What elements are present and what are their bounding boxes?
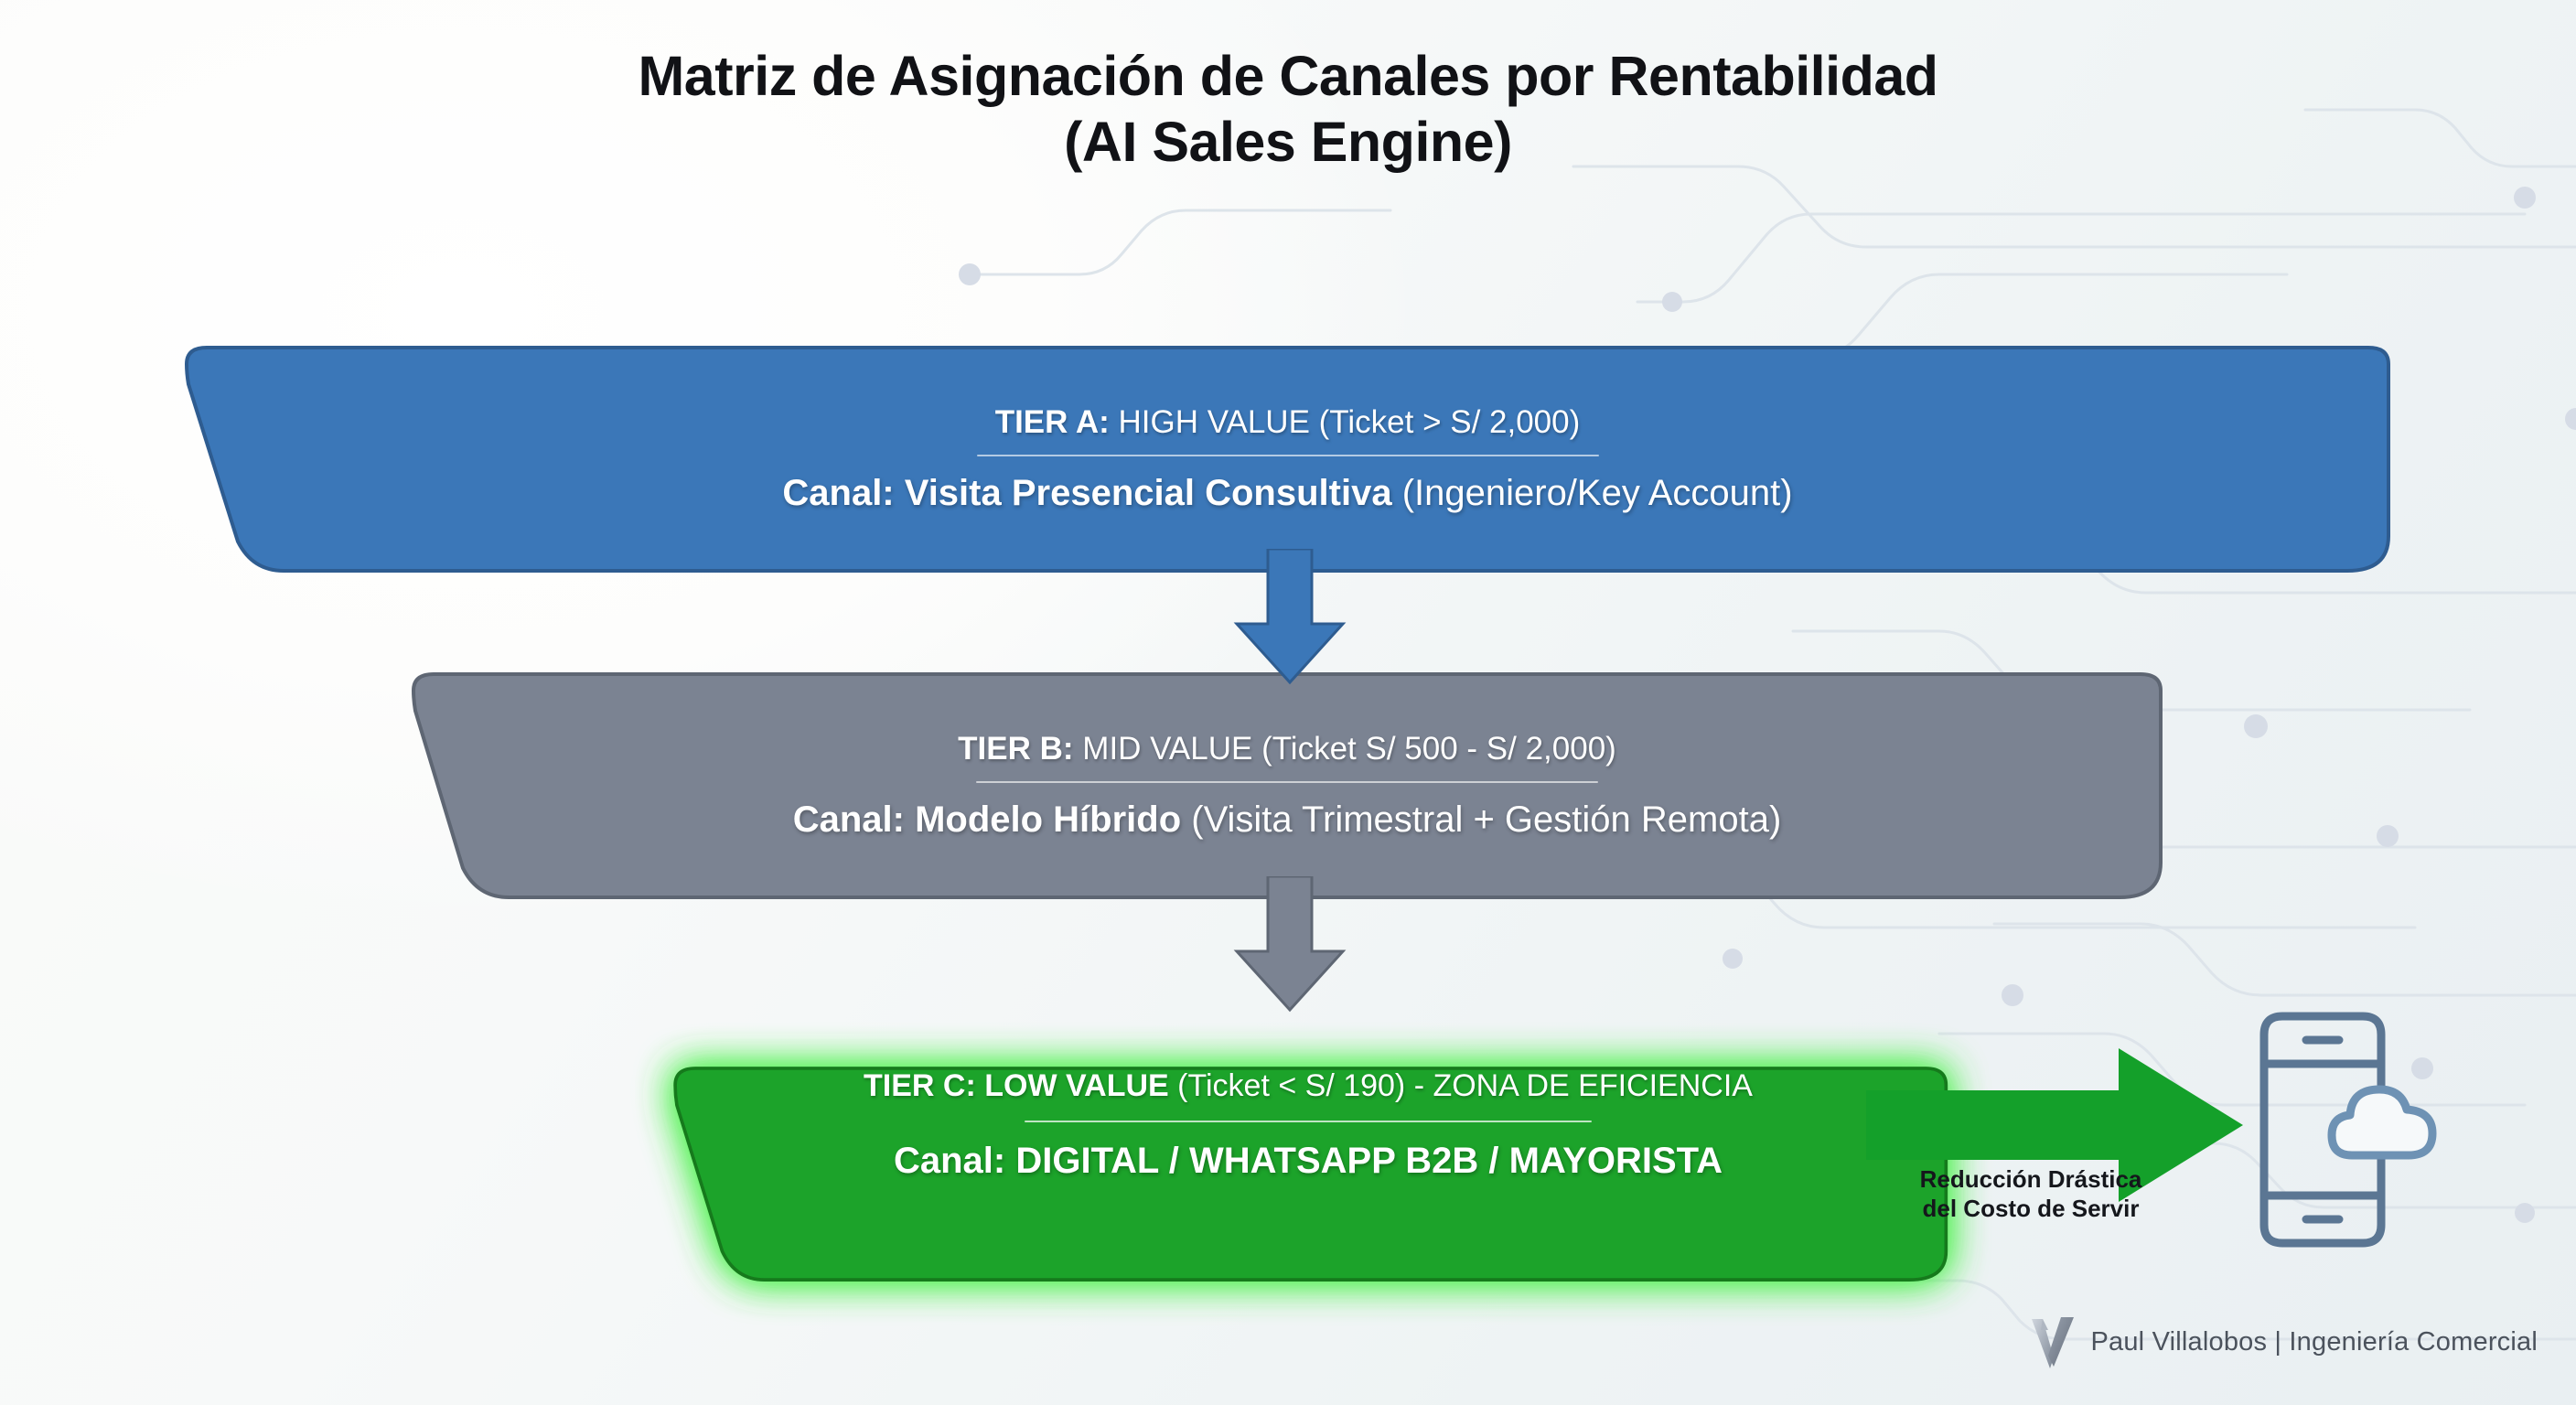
tier-b-body-rest: (Visita Trimestral + Gestión Remota) — [1181, 799, 1782, 841]
tier-a-shape — [184, 346, 2390, 573]
tier-a-body-rest: (Ingeniero/Key Account) — [1391, 473, 1793, 514]
tier-c-shape — [673, 1067, 1948, 1282]
page-title: Matriz de Asignación de Canales por Rent… — [0, 44, 2576, 176]
tier-a-banner[interactable]: TIER A: HIGH VALUE (Ticket > S/ 2,000) C… — [165, 346, 2410, 573]
v-monogram-logo — [2032, 1317, 2075, 1368]
footer-brand-text: Paul Villalobos | Ingeniería Comercial — [2090, 1326, 2538, 1357]
page-title-line-2: (AI Sales Engine) — [1064, 110, 1512, 173]
tier-b-head-label: TIER B: — [958, 730, 1074, 767]
connector-arrow-b-to-c — [1233, 876, 1347, 1013]
tier-b-shape — [411, 672, 2163, 899]
tier-c-channel: Canal: DIGITAL / WHATSAPP B2B / MAYORIST… — [894, 1141, 1723, 1181]
tier-b-head-rest: MID VALUE (Ticket S/ 500 - S/ 2,000) — [1073, 730, 1616, 767]
tier-c-head-label: TIER C: LOW VALUE — [864, 1068, 1169, 1104]
cost-reduction-line-1: Reducción Drástica — [1919, 1165, 2142, 1193]
cloud-icon — [2327, 1085, 2437, 1160]
tier-b-divider — [976, 781, 1598, 784]
tier-c-body-label: Canal: DIGITAL / WHATSAPP B2B / MAYORIST… — [893, 1140, 1723, 1181]
tier-c-head-rest: (Ticket < S/ 190) - ZONA DE EFICIENCIA — [1168, 1068, 1753, 1104]
tier-a-headline: TIER A: HIGH VALUE (Ticket > S/ 2,000) — [994, 403, 1581, 441]
mobile-cloud-icon — [2259, 1012, 2437, 1248]
tier-b-headline: TIER B: MID VALUE (Ticket S/ 500 - S/ 2,… — [958, 730, 1616, 767]
tier-c-divider — [1025, 1120, 1592, 1122]
tier-a-divider — [976, 455, 1599, 457]
tier-a-head-label: TIER A: — [994, 403, 1110, 440]
tier-a-channel: Canal: Visita Presencial Consultiva (Ing… — [782, 473, 1792, 513]
tier-a-head-rest: HIGH VALUE (Ticket > S/ 2,000) — [1109, 403, 1581, 440]
connector-arrow-a-to-b — [1233, 549, 1347, 685]
tier-c-headline: TIER C: LOW VALUE (Ticket < S/ 190) - ZO… — [864, 1069, 1753, 1103]
footer-branding: Paul Villalobos | Ingeniería Comercial — [2030, 1314, 2538, 1370]
tier-b-banner[interactable]: TIER B: MID VALUE (Ticket S/ 500 - S/ 2,… — [392, 672, 2183, 899]
tier-b-channel: Canal: Modelo Híbrido (Visita Trimestral… — [793, 799, 1782, 840]
page-title-line-1: Matriz de Asignación de Canales por Rent… — [638, 45, 1938, 107]
cost-reduction-label: Reducción Drástica del Costo de Servir — [1880, 1165, 2182, 1223]
tier-a-body-label: Canal: Visita Presencial Consultiva — [782, 473, 1392, 514]
tier-b-body-label: Canal: Modelo Híbrido — [792, 799, 1182, 841]
tier-c-banner[interactable]: TIER C: LOW VALUE (Ticket < S/ 190) - ZO… — [595, 1006, 2022, 1282]
cost-reduction-line-2: del Costo de Servir — [1922, 1194, 2140, 1222]
